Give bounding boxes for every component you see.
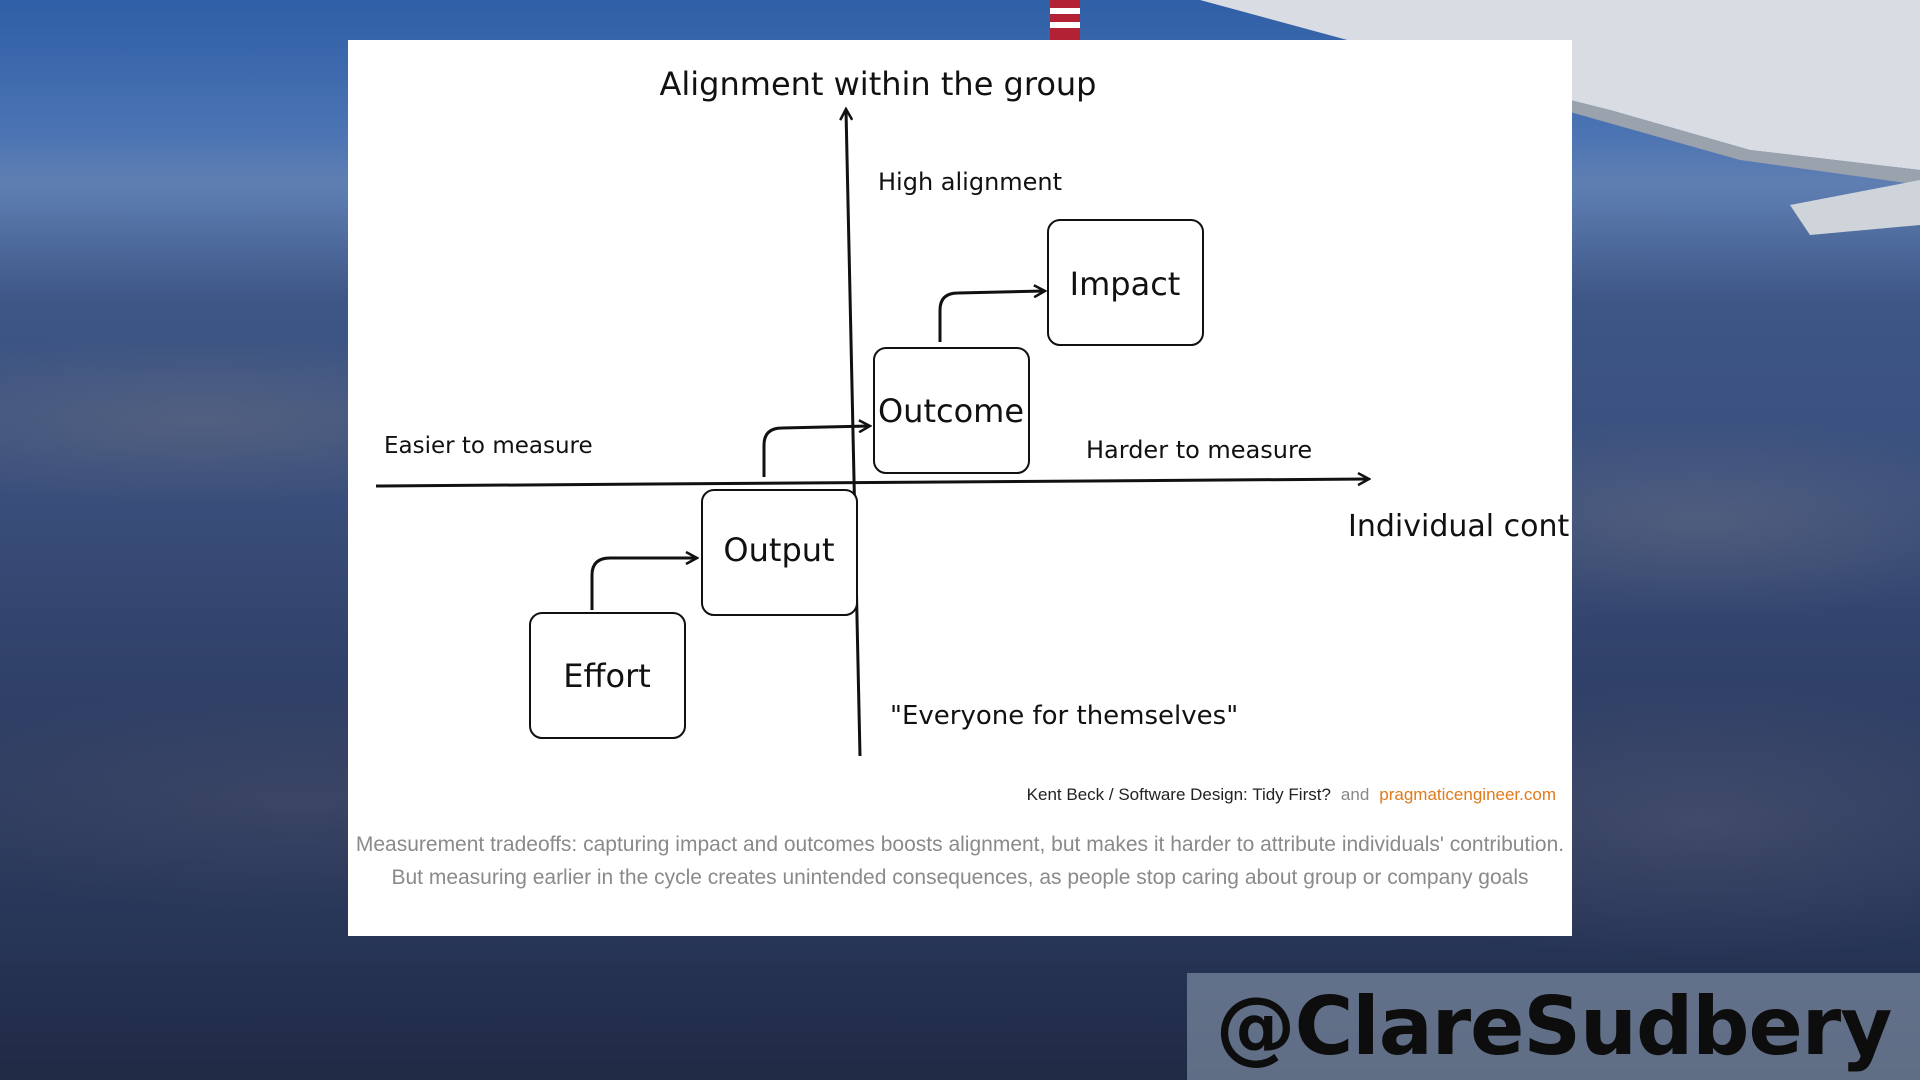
- effort-to-output-arrow: [592, 558, 696, 610]
- figure-caption: Measurement tradeoffs: capturing impact …: [348, 828, 1572, 894]
- effort-label: Effort: [563, 657, 651, 695]
- y-axis-title: Alignment within the group: [660, 65, 1097, 103]
- outcome-to-impact-arrow: [940, 291, 1044, 342]
- measurement-tradeoffs-diagram: Alignment within the group Individual co…: [348, 40, 1572, 800]
- twitter-handle: @ClareSudbery: [1187, 973, 1920, 1080]
- slide-card: Alignment within the group Individual co…: [348, 40, 1572, 936]
- impact-label: Impact: [1070, 265, 1181, 303]
- credit-site-link[interactable]: pragmaticengineer.com: [1379, 785, 1556, 804]
- x-axis-title: Individual contribution: [1348, 509, 1572, 544]
- credit-source: Kent Beck / Software Design: Tidy First?: [1027, 785, 1331, 804]
- source-credit: Kent Beck / Software Design: Tidy First?…: [348, 785, 1556, 805]
- y-axis-line: [846, 110, 860, 756]
- credit-and: and: [1341, 785, 1369, 804]
- x-axis-line: [376, 479, 1368, 486]
- everyone-for-themselves-label: "Everyone for themselves": [890, 701, 1238, 731]
- output-label: Output: [723, 531, 834, 569]
- easier-to-measure-label: Easier to measure: [384, 433, 593, 459]
- harder-to-measure-label: Harder to measure: [1086, 436, 1312, 464]
- high-alignment-label: High alignment: [878, 168, 1062, 196]
- outcome-label: Outcome: [878, 392, 1024, 430]
